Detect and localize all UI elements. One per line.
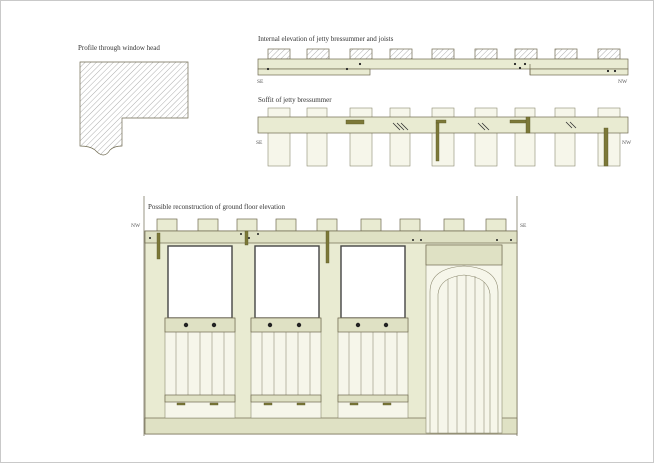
soffit-right-direction: NW [622,140,632,146]
reconstruction-joist-ends [156,218,507,232]
door-leaf [437,274,491,434]
bressummer-lower-left [257,68,371,76]
elevation-title: Internal elevation of jetty bressummer a… [258,35,394,43]
window-glazing-3 [340,245,406,319]
window-bay-1 [164,245,236,419]
joist-ends [267,48,621,60]
window-glazing-2 [254,245,320,319]
window-glazing-1 [167,245,233,319]
mark-mid [325,230,330,264]
mark-mid-left [244,230,249,246]
elevation-left-direction: SE [257,79,264,85]
doorway [425,244,503,434]
reconstruction-pegs [149,233,512,241]
soffit-plan: Soffit of jetty bressummer [256,96,632,167]
soffit-left-direction: SE [256,140,263,146]
bressummer-upper [257,58,629,70]
reconstruction-title: Possible reconstruction of ground floor … [148,203,286,211]
profile-title: Profile through window head [78,44,160,52]
elevation-right-direction: NW [618,79,628,85]
window-bay-2 [250,245,322,419]
window-head-section [79,61,189,156]
bressummer-lower-right [529,68,629,76]
elevation-pegs [266,62,617,73]
reconstruction-left-direction: NW [131,223,141,229]
soffit-marks [345,116,609,167]
soffit-joists [267,107,621,167]
bressummer-beam [144,230,518,244]
soffit-title: Soffit of jetty bressummer [258,96,332,104]
ground-floor-reconstruction: Possible reconstruction of ground floor … [131,196,527,436]
reconstruction-right-direction: SE [520,223,527,229]
window-bay-3 [337,245,409,419]
window-head-profile: Profile through window head [78,44,189,156]
mark-left [156,232,161,260]
internal-elevation: Internal elevation of jetty bressummer a… [257,35,629,85]
sill-beam [144,417,518,435]
